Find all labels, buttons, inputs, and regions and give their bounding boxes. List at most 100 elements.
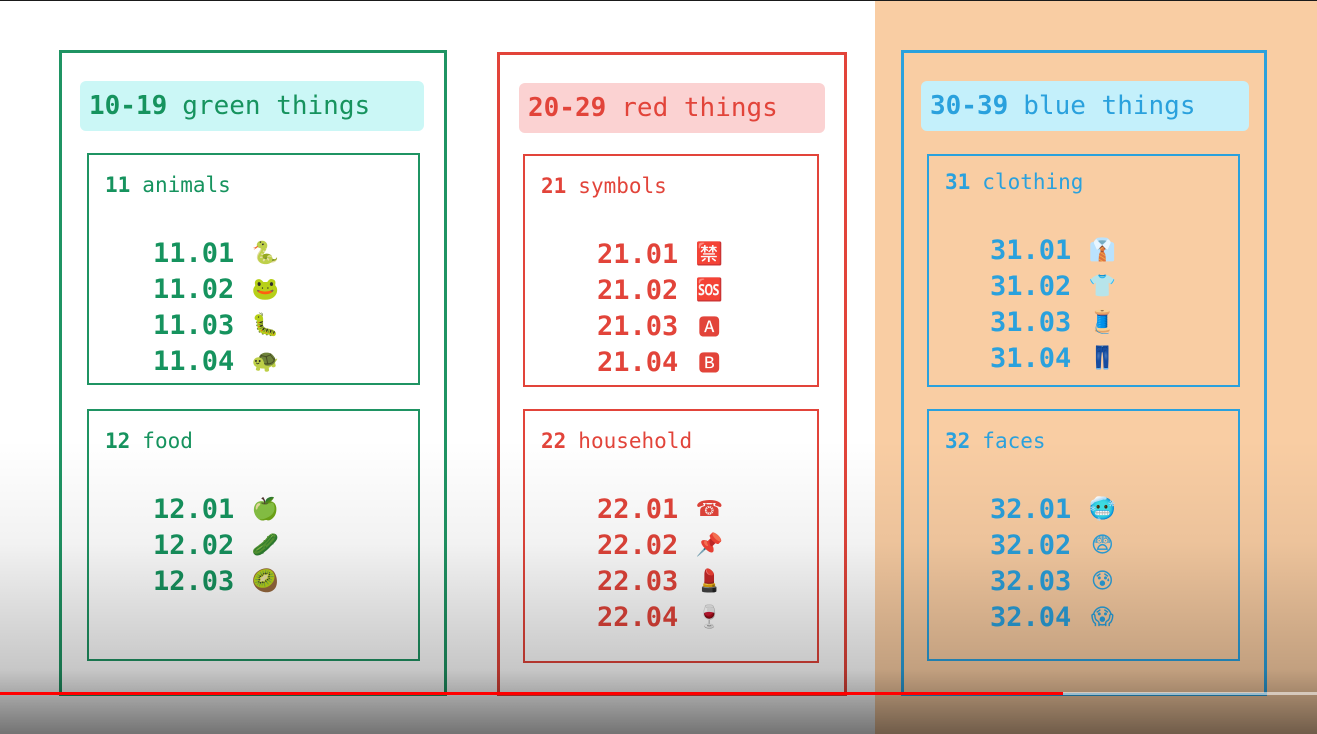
list-item: 11.04 🐢 — [153, 343, 280, 379]
category-number: 31 — [945, 170, 971, 194]
item-list: 12.01 🍏 12.02 🥒 12.03 🥝 — [153, 491, 280, 599]
category-32-faces: 32 faces 32.01🥶 32.02😨 32.03 😰 32.04 😱 — [927, 409, 1240, 661]
item-list: 32.01🥶 32.02😨 32.03 😰 32.04 😱 — [990, 491, 1117, 635]
wine-glass-icon: 🍷 — [695, 604, 723, 630]
list-item: 22.01 ☎ — [597, 491, 724, 527]
list-item: 21.03 🅰 — [597, 308, 724, 344]
list-item: 12.02 🥒 — [153, 527, 280, 563]
list-item: 21.04 🅱 — [597, 344, 724, 380]
category-number: 12 — [105, 429, 131, 453]
item-list: 31.01 👔 31.02👕 31.03 🧵 31.04 👖 — [990, 232, 1117, 376]
prohibited-sign-icon: 🈲 — [695, 241, 723, 267]
item-id: 12.03 — [153, 565, 235, 597]
telephone-icon: ☎ — [695, 496, 723, 522]
item-id: 21.03 — [597, 310, 679, 342]
list-item: 11.03🐛 — [153, 307, 280, 343]
kiwi-icon: 🥝 — [251, 568, 279, 594]
item-id: 32.04 — [990, 601, 1072, 633]
pushpin-icon: 📌 — [695, 532, 723, 558]
list-item: 32.01🥶 — [990, 491, 1117, 527]
list-item: 32.02😨 — [990, 527, 1117, 563]
area-name: red things — [621, 93, 778, 123]
item-id: 11.04 — [153, 345, 235, 377]
category-name: animals — [142, 173, 231, 197]
list-item: 32.04 😱 — [990, 599, 1117, 635]
anxious-face-icon: 😰 — [1090, 568, 1114, 594]
area-range: 10-19 — [89, 91, 168, 121]
list-item: 21.01 🈲 — [597, 236, 724, 272]
item-id: 12.01 — [153, 493, 235, 525]
item-id: 22.04 — [597, 601, 679, 633]
list-item: 22.04 🍷 — [597, 599, 724, 635]
shirt-and-tie-icon: 👔 — [1088, 237, 1116, 263]
category-name: symbols — [578, 174, 667, 198]
area-10-19: 10-19 green things 11 animals 11.01 🐍 11.0… — [59, 50, 447, 696]
cucumber-icon: 🥒 — [251, 532, 279, 558]
item-id: 32.03 — [990, 565, 1072, 597]
category-number: 11 — [105, 173, 131, 197]
jeans-icon: 👖 — [1088, 345, 1116, 371]
b-button-icon: 🅱 — [698, 352, 721, 377]
list-item: 11.02 🐸 — [153, 271, 280, 307]
area-name: green things — [182, 91, 371, 121]
item-list: 11.01 🐍 11.02 🐸 11.03🐛 11.04 🐢 — [153, 235, 280, 379]
category-11-animals: 11 animals 11.01 🐍 11.02 🐸 11.03🐛 11.04 🐢 — [87, 153, 420, 385]
list-item: 21.02 🆘 — [597, 272, 724, 308]
category-number: 21 — [541, 174, 567, 198]
frog-icon: 🐸 — [251, 276, 279, 302]
list-item: 12.01 🍏 — [153, 491, 280, 527]
video-progress-bar[interactable] — [0, 692, 1317, 695]
item-id: 21.04 — [597, 346, 679, 378]
area-title: 20-29 red things — [519, 83, 825, 133]
list-item: 31.02👕 — [990, 268, 1117, 304]
thread-spool-icon: 🧵 — [1088, 309, 1116, 335]
category-name: household — [578, 429, 693, 453]
video-progress-played — [0, 692, 1063, 695]
screaming-face-icon: 😱 — [1090, 604, 1114, 630]
top-border — [0, 0, 1317, 1]
category-name: food — [142, 429, 193, 453]
list-item: 31.01 👔 — [990, 232, 1117, 268]
item-id: 31.03 — [990, 306, 1072, 338]
item-id: 31.02 — [990, 270, 1072, 302]
area-title: 30-39 blue things — [921, 81, 1249, 131]
list-item: 31.03 🧵 — [990, 304, 1117, 340]
area-20-29: 20-29 red things 21 symbols 21.01 🈲 21.02 🆘… — [497, 52, 847, 696]
green-apple-icon: 🍏 — [251, 496, 279, 522]
list-item: 12.03 🥝 — [153, 563, 280, 599]
category-name: faces — [982, 429, 1046, 453]
item-id: 31.04 — [990, 342, 1072, 374]
item-list: 22.01 ☎ 22.02 📌 22.03 💄 22.04 🍷 — [597, 491, 724, 635]
category-heading: 11 animals — [105, 173, 231, 197]
list-item: 22.02 📌 — [597, 527, 724, 563]
item-id: 21.01 — [597, 238, 679, 270]
list-item: 32.03 😰 — [990, 563, 1117, 599]
list-item: 11.01 🐍 — [153, 235, 280, 271]
category-heading: 12 food — [105, 429, 193, 453]
item-id: 31.01 — [990, 234, 1072, 266]
item-id: 11.02 — [153, 273, 235, 305]
item-id: 32.02 — [990, 529, 1072, 561]
turtle-icon: 🐢 — [251, 348, 279, 374]
category-number: 32 — [945, 429, 971, 453]
item-id: 22.01 — [597, 493, 679, 525]
item-id: 12.02 — [153, 529, 235, 561]
snake-icon: 🐍 — [251, 240, 279, 266]
sos-icon: 🆘 — [695, 277, 723, 303]
lipstick-icon: 💄 — [695, 568, 723, 594]
category-12-food: 12 food 12.01 🍏 12.02 🥒 12.03 🥝 — [87, 409, 420, 661]
item-id: 11.01 — [153, 237, 235, 269]
item-id: 22.03 — [597, 565, 679, 597]
item-id: 22.02 — [597, 529, 679, 561]
a-button-icon: 🅰 — [698, 316, 721, 341]
area-range: 20-29 — [528, 93, 607, 123]
list-item: 31.04 👖 — [990, 340, 1117, 376]
area-title: 10-19 green things — [80, 81, 424, 131]
item-id: 21.02 — [597, 274, 679, 306]
area-name: blue things — [1023, 91, 1196, 121]
category-heading: 21 symbols — [541, 174, 667, 198]
